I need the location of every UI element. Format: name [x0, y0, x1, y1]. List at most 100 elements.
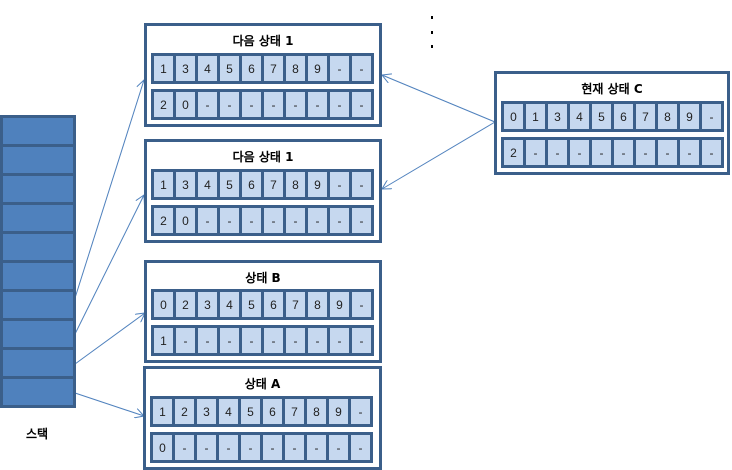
state-cell: - [614, 140, 636, 165]
state-cell: 1 [526, 104, 548, 129]
state-cell: 2 [176, 292, 198, 317]
state-row-2: 2--------- [501, 137, 724, 168]
state-cell: - [351, 435, 370, 460]
state-cell: - [526, 140, 548, 165]
state-cell: 9 [680, 104, 702, 129]
state-cell: 3 [198, 292, 220, 317]
state-cell: 9 [308, 172, 330, 197]
state-cell: 8 [286, 56, 308, 81]
state-cell: - [176, 328, 198, 353]
state-cell: 5 [220, 56, 242, 81]
state-cell: 7 [264, 172, 286, 197]
state-cell: 1 [154, 56, 176, 81]
state-cell: - [198, 208, 220, 233]
state-cell: - [308, 328, 330, 353]
state-cell: - [592, 140, 614, 165]
state-cell: 9 [330, 292, 352, 317]
state-cell: - [330, 328, 352, 353]
state-cell: 0 [154, 292, 176, 317]
state-cell: - [175, 435, 197, 460]
state-cell: - [352, 172, 371, 197]
stack-slot [3, 205, 73, 234]
state-cell: 0 [504, 104, 526, 129]
state-cell: 2 [175, 399, 197, 424]
state-cell: 4 [198, 56, 220, 81]
state-cell: 9 [329, 399, 351, 424]
stack-slot [3, 263, 73, 292]
state-cell: 1 [153, 399, 175, 424]
stack-slot [3, 379, 73, 408]
state-cell: - [330, 172, 352, 197]
state-cell: - [352, 92, 371, 117]
state-cell: 4 [570, 104, 592, 129]
state-cell: 8 [307, 399, 329, 424]
state-cell: - [286, 208, 308, 233]
state-cell: - [285, 435, 307, 460]
state-cell: 5 [592, 104, 614, 129]
state-cell: - [352, 56, 371, 81]
stack-slot [3, 321, 73, 350]
state-cell: - [220, 92, 242, 117]
state-cell: - [352, 208, 371, 233]
state-cell: - [570, 140, 592, 165]
state-cell: - [330, 56, 352, 81]
state-cell: 1 [154, 172, 176, 197]
state-cell: 3 [176, 56, 198, 81]
state-cell: - [329, 435, 351, 460]
stack-label: 스택 [26, 427, 49, 441]
state-row-2: 0--------- [150, 432, 373, 463]
state-cell: 5 [220, 172, 242, 197]
state-cell: 0 [176, 208, 198, 233]
state-cell: - [308, 208, 330, 233]
state-title: 다음 상태 1 [232, 34, 294, 48]
state-cell: 0 [153, 435, 175, 460]
state-cell: - [263, 435, 285, 460]
state-cell: 6 [263, 399, 285, 424]
state-cell: - [330, 208, 352, 233]
arrow-stack-to-state-b [74, 313, 145, 365]
state-cell: 7 [286, 292, 308, 317]
state-cell: 6 [614, 104, 636, 129]
state-cell: - [308, 92, 330, 117]
state-cell: - [198, 92, 220, 117]
state-title: 현재 상태 C [581, 82, 643, 96]
state-cell: 3 [176, 172, 198, 197]
state-cell: - [264, 208, 286, 233]
state-cell: - [548, 140, 570, 165]
state-cell: - [286, 92, 308, 117]
state-cell: - [242, 328, 264, 353]
state-cell: - [220, 328, 242, 353]
state-title: 상태 B [245, 271, 281, 285]
state-title: 상태 A [244, 377, 281, 391]
arrow-current-c-to-next-state-1b [382, 121, 496, 189]
state-cell: 7 [264, 56, 286, 81]
state-cell: - [264, 328, 286, 353]
state-cell: 7 [636, 104, 658, 129]
state-cell: 7 [285, 399, 307, 424]
state-cell: - [680, 140, 702, 165]
state-cell: 2 [154, 208, 176, 233]
state-cell: 8 [286, 172, 308, 197]
state-cell: 3 [197, 399, 219, 424]
state-cell: 0 [176, 92, 198, 117]
state-cell: 4 [220, 292, 242, 317]
state-cell: 6 [242, 172, 264, 197]
arrow-current-c-to-next-state-1a [382, 75, 496, 123]
state-cell: - [702, 104, 721, 129]
stack-slot [3, 292, 73, 321]
stack-slot [3, 350, 73, 379]
state-cell: 3 [548, 104, 570, 129]
state-cell: 9 [308, 56, 330, 81]
state-cell: - [242, 92, 264, 117]
